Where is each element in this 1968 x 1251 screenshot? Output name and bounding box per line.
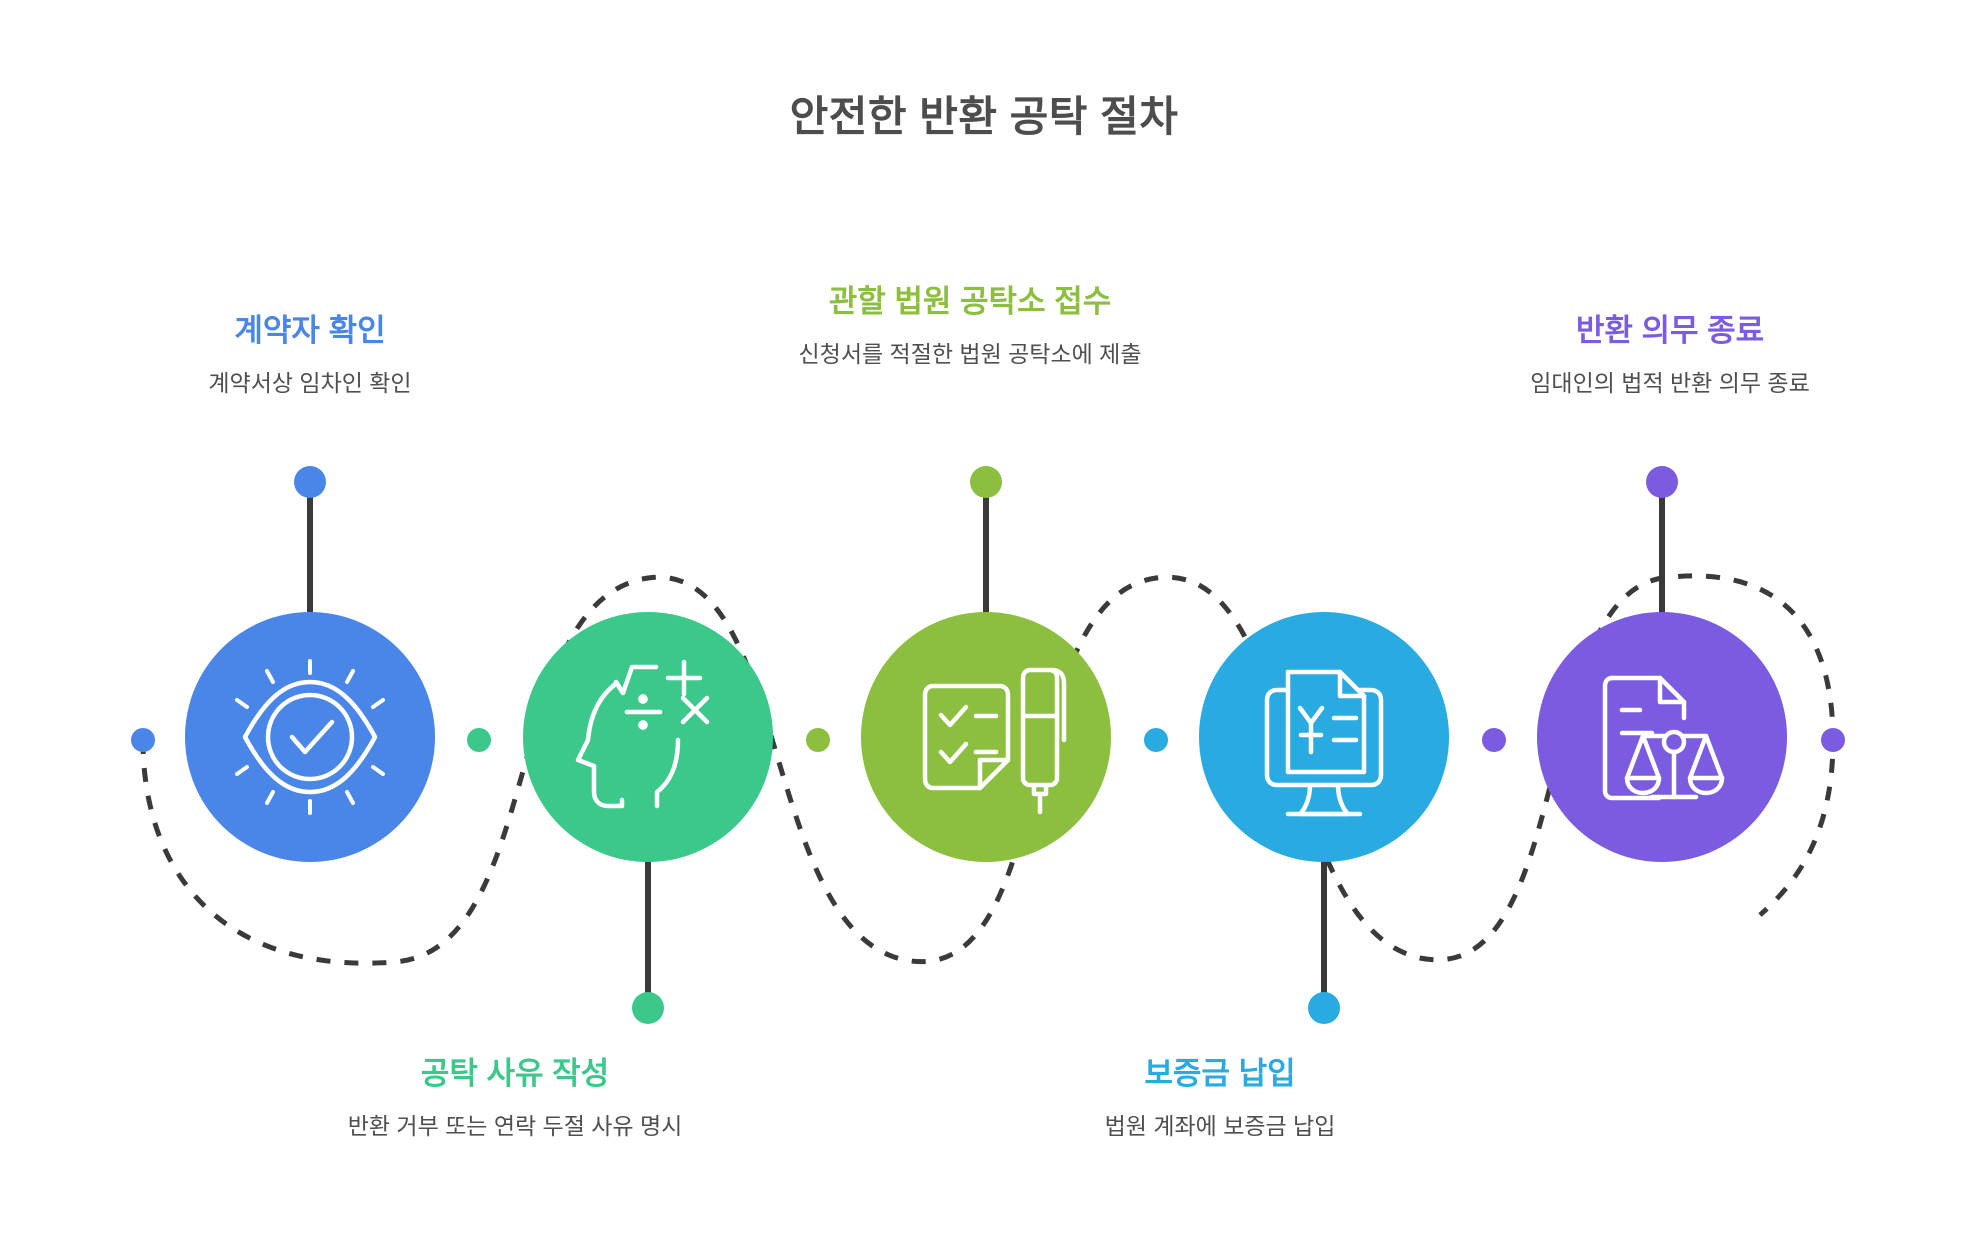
step-5-end-dot: [1821, 728, 1845, 752]
step-node-2[interactable]: [467, 612, 773, 1024]
step-2-title: 공탁 사유 작성: [420, 1056, 610, 1091]
step-5-label-group: 반환 의무 종료 임대인의 법적 반환 의무 종료: [1460, 312, 1880, 400]
step-4-path-dot: [1144, 728, 1168, 752]
step-4-label-group: 보증금 납입 법원 계좌에 보증금 납입: [1010, 1055, 1430, 1143]
step-4-marker-dot: [1308, 992, 1340, 1024]
step-2-label-group: 공탁 사유 작성 반환 거부 또는 연락 두절 사유 명시: [305, 1055, 725, 1143]
step-1-circle[interactable]: [185, 612, 435, 862]
step-3-circle[interactable]: [861, 612, 1111, 862]
monitor-payment-icon: [1264, 669, 1384, 817]
step-5-marker-dot: [1646, 466, 1678, 498]
step-3-label-group: 관할 법원 공탁소 접수 신청서를 적절한 법원 공탁소에 제출: [760, 283, 1180, 371]
step-node-3[interactable]: [806, 466, 1111, 862]
step-3-title: 관할 법원 공탁소 접수: [828, 284, 1112, 319]
step-2-marker-dot: [632, 992, 664, 1024]
head-math-icon: [575, 659, 710, 809]
step-2-description: 반환 거부 또는 연락 두절 사유 명시: [347, 1112, 683, 1139]
step-node-5[interactable]: [1482, 466, 1845, 862]
page-title: 안전한 반환 공탁 절차: [789, 93, 1179, 140]
step-3-description: 신청서를 적절한 법원 공탁소에 제출: [798, 340, 1142, 367]
eye-check-icon: [235, 659, 385, 815]
dashed-connector-path: [140, 573, 1836, 966]
step-4-circle[interactable]: [1199, 612, 1449, 862]
step-5-path-dot: [1482, 728, 1506, 752]
step-4-title: 보증금 납입: [1144, 1056, 1296, 1091]
step-1-path-dot: [131, 728, 155, 752]
step-1-description: 계약서상 임차인 확인: [208, 369, 412, 396]
step-node-4[interactable]: [1144, 612, 1449, 1024]
step-3-marker-dot: [970, 466, 1002, 498]
step-2-path-dot: [467, 728, 491, 752]
step-1-title: 계약자 확인: [234, 313, 386, 348]
step-2-circle[interactable]: [523, 612, 773, 862]
step-3-path-dot: [806, 728, 830, 752]
step-5-description: 임대인의 법적 반환 의무 종료: [1530, 369, 1810, 396]
document-scales-icon: [1602, 675, 1725, 801]
step-1-marker-dot: [294, 466, 326, 498]
step-4-description: 법원 계좌에 보증금 납입: [1104, 1112, 1336, 1139]
step-node-1[interactable]: [131, 466, 435, 862]
step-1-label-group: 계약자 확인 계약서상 임차인 확인: [100, 312, 520, 400]
step-5-title: 반환 의무 종료: [1575, 313, 1765, 348]
checklist-pen-icon: [922, 667, 1067, 815]
